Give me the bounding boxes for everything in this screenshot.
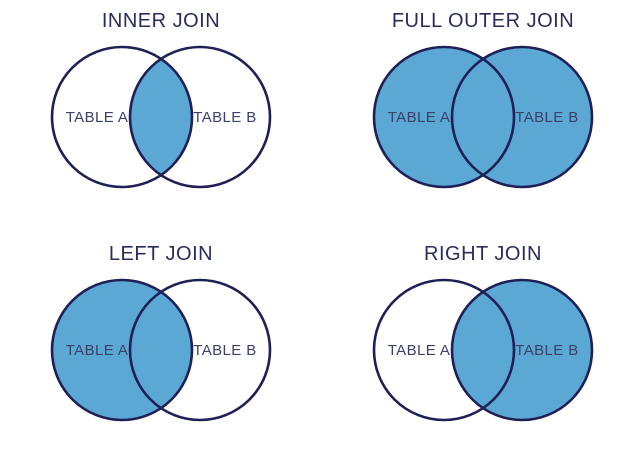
venn-svg: TABLE A TABLE B [50, 278, 272, 422]
venn-diagram: TABLE A TABLE B [363, 274, 603, 426]
join-diagram-inner-join: INNER JOIN TABLE A TABLE B [0, 0, 322, 233]
venn-intersection-fill [452, 280, 514, 420]
venn-svg: TABLE A TABLE B [372, 278, 594, 422]
venn-right-circle-outline [128, 45, 272, 189]
venn-left-label: TABLE A [66, 109, 129, 126]
venn-right-circle-outline [450, 45, 594, 189]
venn-intersection-fill [130, 47, 192, 187]
diagram-title: FULL OUTER JOIN [391, 10, 575, 32]
venn-intersection-fill [130, 280, 192, 420]
venn-diagram: TABLE A TABLE B [363, 41, 603, 193]
venn-left-circle-outline [50, 45, 194, 189]
venn-left-label: TABLE A [388, 109, 451, 126]
join-diagram-full-outer-join: FULL OUTER JOIN TABLE A TABLE B [322, 0, 644, 233]
venn-svg: TABLE A TABLE B [372, 45, 594, 189]
venn-right-circle-outline [450, 278, 594, 422]
venn-left-circle-outline [372, 278, 516, 422]
venn-diagram: TABLE A TABLE B [41, 41, 281, 193]
venn-intersection-fill [452, 47, 514, 187]
diagram-title: RIGHT JOIN [424, 243, 542, 265]
venn-left-label: TABLE A [388, 342, 451, 359]
venn-right-circle-outline [128, 278, 272, 422]
venn-right-label: TABLE B [193, 342, 256, 359]
join-diagram-left-join: LEFT JOIN TABLE A TABLE B [0, 233, 322, 466]
venn-diagram: TABLE A TABLE B [41, 274, 281, 426]
join-diagram-right-join: RIGHT JOIN TABLE A TABLE B [322, 233, 644, 466]
diagram-title: LEFT JOIN [108, 243, 214, 265]
venn-left-circle-outline [372, 45, 516, 189]
venn-left-label: TABLE A [66, 342, 129, 359]
venn-right-label: TABLE B [515, 109, 578, 126]
venn-right-label: TABLE B [515, 342, 578, 359]
venn-right-label: TABLE B [193, 109, 256, 126]
venn-svg: TABLE A TABLE B [50, 45, 272, 189]
diagram-title: INNER JOIN [101, 10, 221, 32]
venn-left-circle-outline [50, 278, 194, 422]
